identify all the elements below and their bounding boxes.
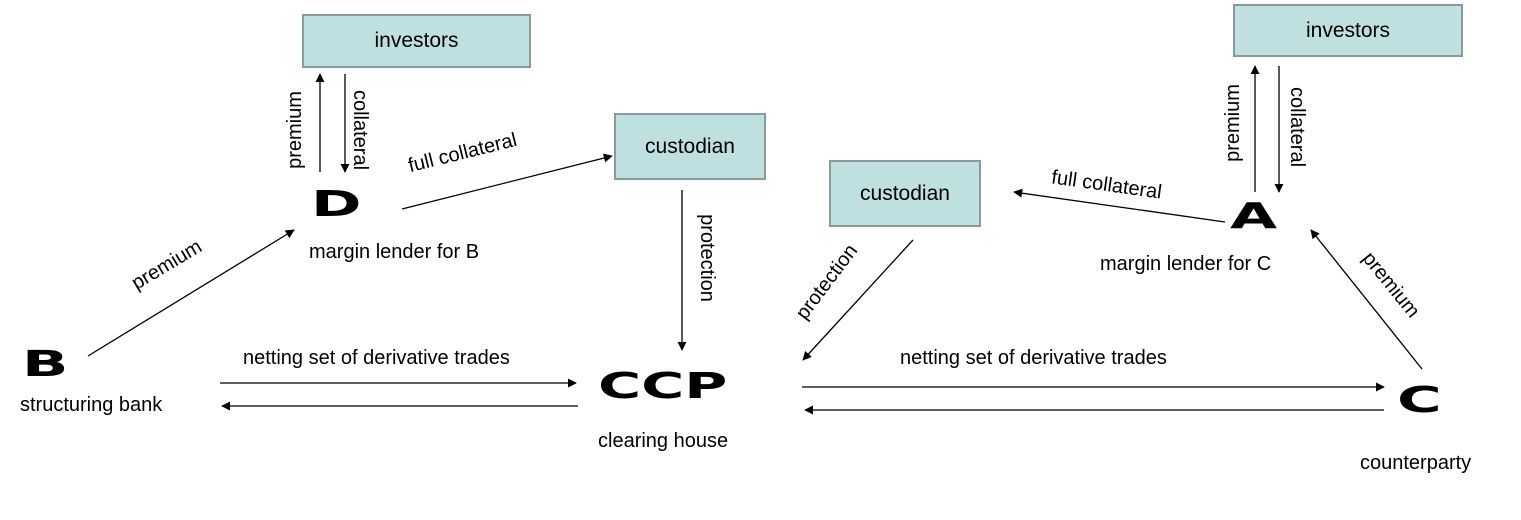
arrow-premium-c-to-a [1310, 229, 1423, 370]
label-netting-left: netting set of derivative trades [243, 347, 510, 369]
arrow-premium-b-to-d [87, 229, 295, 357]
node-c-letter: C [1397, 378, 1442, 421]
label-collateral-investors-a: collateral [1286, 86, 1309, 168]
label-protection-left: protection [695, 214, 718, 302]
node-c-label: counterparty [1360, 452, 1472, 474]
label-collateral-investors-d: collateral [349, 89, 372, 171]
label-netting-right: netting set of derivative trades [900, 347, 1167, 369]
node-d-label: margin lender for B [309, 241, 480, 263]
node-b-label: structuring bank [20, 394, 163, 416]
node-ccp-label: clearing house [598, 430, 729, 452]
node-b-letter: B [22, 342, 69, 385]
label-premium-d-investors: premium [283, 91, 306, 169]
arrow-full-collateral-a-to-custodian [1013, 188, 1226, 223]
node-a-label: margin lender for C [1100, 253, 1272, 275]
investors-box-right: investors [1233, 4, 1463, 57]
arrow-protection-custodian-right-to-ccp [802, 239, 914, 361]
node-a-letter: A [1230, 194, 1278, 237]
node-d-letter: D [311, 182, 362, 225]
investors-box-left: investors [302, 14, 531, 68]
arrow-full-collateral-d-to-custodian [401, 153, 613, 210]
node-ccp-letters: CCP [598, 364, 728, 407]
custodian-box-right: custodian [829, 160, 981, 227]
custodian-box-left: custodian [614, 113, 766, 180]
label-premium-a-investors: premium [1221, 84, 1244, 162]
